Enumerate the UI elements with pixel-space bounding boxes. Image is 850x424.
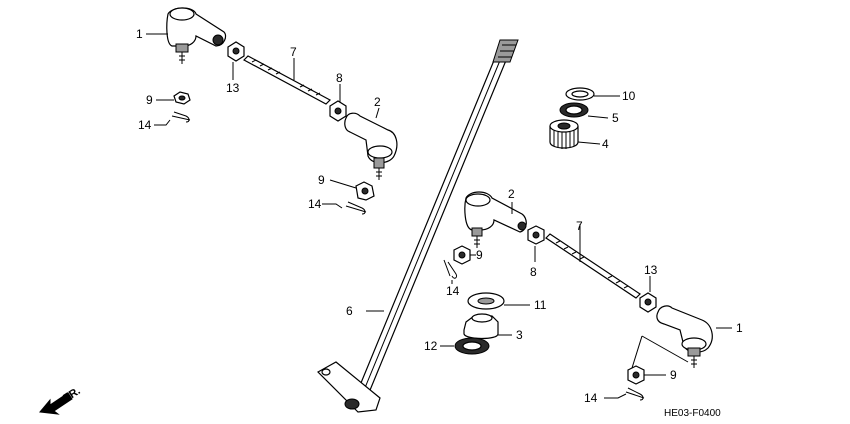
nut-9-center <box>355 181 375 201</box>
callout-9-upper-left: 9 <box>146 93 153 107</box>
steering-shaft <box>317 39 519 413</box>
callout-14-right-inner: 14 <box>446 284 460 298</box>
callout-14-center: 14 <box>308 197 322 211</box>
nut-9-lower-right <box>627 365 645 385</box>
callout-8-right: 8 <box>530 265 537 279</box>
nut-13-right <box>639 292 657 313</box>
seal-12 <box>454 337 490 355</box>
front-direction-arrow: FR. <box>39 385 83 415</box>
callout-11: 11 <box>534 298 547 312</box>
tie-rod-7-right <box>545 233 641 299</box>
callout-3: 3 <box>516 328 523 342</box>
callout-9-center: 9 <box>318 173 325 187</box>
diagram-code: HE03-F0400 <box>664 408 721 419</box>
cotter-pin-14-center <box>345 201 367 215</box>
leader-lines <box>146 33 732 399</box>
callout-7-left: 7 <box>290 45 297 59</box>
nut-9-upper-left <box>173 91 191 105</box>
callout-9-lower-right: 9 <box>670 368 677 382</box>
nut-9-right-inner <box>453 245 471 265</box>
oil-seal-5 <box>559 102 589 118</box>
tie-rod-7-left <box>243 55 331 105</box>
tie-rod-end-2-right <box>464 191 527 248</box>
callout-8-left: 8 <box>336 71 343 85</box>
callout-labels: 1 13 7 8 2 9 14 9 14 6 10 5 4 2 7 9 8 13… <box>136 27 743 405</box>
cotter-pin-14-right-inner <box>443 259 457 279</box>
tie-rod-end-1-right <box>656 305 713 368</box>
callout-13-left: 13 <box>226 81 240 95</box>
callout-2-left: 2 <box>374 95 381 109</box>
callout-7-right: 7 <box>576 219 583 233</box>
bushing-4 <box>549 119 579 149</box>
callout-1-right: 1 <box>736 321 743 335</box>
cotter-pin-14-upper-left <box>171 111 191 123</box>
callout-10: 10 <box>622 89 636 103</box>
callout-14-lower-right: 14 <box>584 391 598 405</box>
tie-rod-end-2-left <box>344 112 398 180</box>
callout-4: 4 <box>602 137 609 151</box>
callout-1-left: 1 <box>136 27 143 41</box>
nut-8-right <box>527 225 545 245</box>
callout-2-right: 2 <box>508 187 515 201</box>
washer-11 <box>467 292 505 310</box>
nut-13-left <box>227 41 245 62</box>
callout-6: 6 <box>346 304 353 318</box>
tie-rod-end-1-left <box>166 7 227 64</box>
cotter-pin-14-lower-right <box>625 387 645 401</box>
nut-8-left <box>329 100 347 122</box>
callout-5: 5 <box>612 111 619 125</box>
callout-13-right: 13 <box>644 263 658 277</box>
bushing-3 <box>463 313 499 340</box>
callout-9-right-inner: 9 <box>476 248 483 262</box>
callout-12: 12 <box>424 339 438 353</box>
washer-10 <box>565 87 595 101</box>
callout-14-upper-left: 14 <box>138 118 152 132</box>
